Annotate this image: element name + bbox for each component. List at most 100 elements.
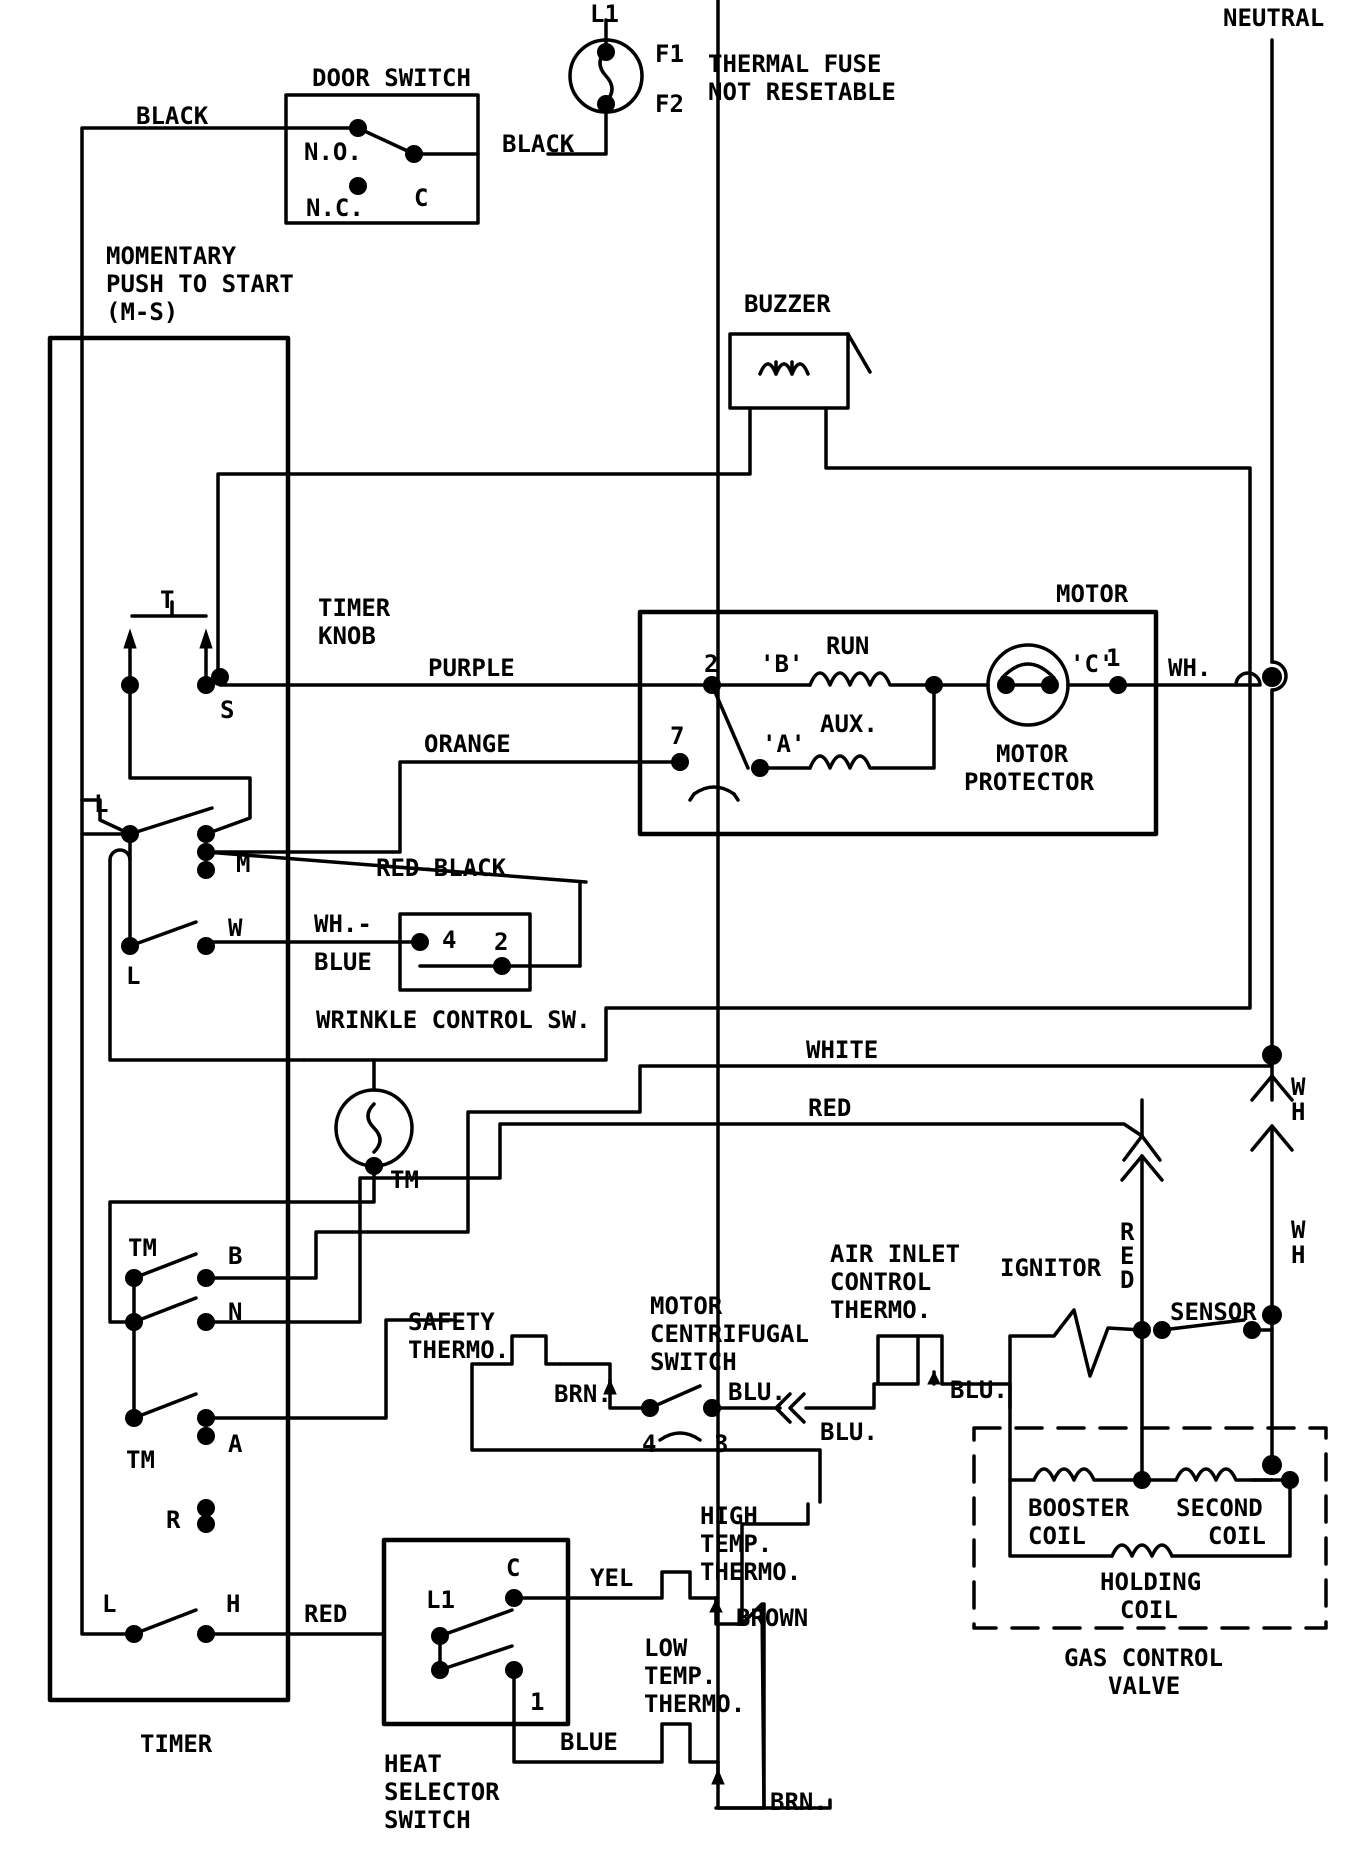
wh-vertical-label-upper-h: H <box>1291 1098 1305 1126</box>
door-nc-label: N.C. <box>306 194 364 222</box>
blu-wire-label-3: BLU. <box>950 1376 1008 1404</box>
motor-a-label: 'A' <box>762 730 805 758</box>
safety-thermo-and-centrifugal-switch <box>470 1334 1012 1504</box>
red-vertical-e: E <box>1120 1242 1134 1270</box>
gas-control-valve <box>972 1098 1328 1630</box>
heat-selector-c: C <box>506 1554 520 1582</box>
timer-motor <box>108 1058 414 1322</box>
timer-tm-bottom-label: TM <box>126 1446 155 1474</box>
holding-coil-label-1: HOLDING <box>1100 1568 1201 1596</box>
thermal-fuse-label-2: NOT RESETABLE <box>708 78 896 106</box>
f2-label: F2 <box>655 90 684 118</box>
wrinkle-terminal-4: 4 <box>442 926 456 954</box>
yel-wire-label: YEL <box>590 1564 633 1592</box>
motor-protector-label-1: MOTOR <box>996 740 1069 768</box>
thermal-fuse <box>546 18 644 156</box>
timer-n-label: N <box>228 1298 242 1326</box>
wh-blue-label-2: BLUE <box>314 948 372 976</box>
timer-contacts-upper <box>80 806 588 1062</box>
red-vertical-d: D <box>1120 1266 1134 1294</box>
momentary-label-1: MOMENTARY <box>106 242 237 270</box>
brn-safety-wire-label: BRN. <box>554 1380 612 1408</box>
motor-run-label: RUN <box>826 632 869 660</box>
wh-vertical-label-lower-h: H <box>1291 1241 1305 1269</box>
sensor-label: SENSOR <box>1170 1298 1257 1326</box>
wrinkle-terminal-2: 2 <box>494 928 508 956</box>
motor-b-label: 'B' <box>760 650 803 678</box>
centrifugal-label-3: SWITCH <box>650 1348 737 1376</box>
timer-b-label: B <box>228 1242 242 1270</box>
red-vertical-r: R <box>1120 1218 1135 1246</box>
black-wire-label-right: BLACK <box>502 130 575 158</box>
heat-selector-l1: L1 <box>426 1586 455 1614</box>
buzzer <box>216 332 1252 1062</box>
wrinkle-control-switch <box>204 880 582 992</box>
safety-thermo-label-1: SAFETY <box>408 1308 495 1336</box>
brown-wire-label: BROWN <box>736 1604 808 1632</box>
f1-label: F1 <box>655 40 684 68</box>
timer-t-label: T <box>160 586 174 614</box>
low-temp-label-1: LOW <box>644 1634 688 1662</box>
heat-selector-switch <box>381 1537 720 1764</box>
low-temp-label-2: TEMP. <box>644 1662 716 1690</box>
l1-label: L1 <box>590 0 619 28</box>
motor-aux-label: AUX. <box>820 710 878 738</box>
red-wire-label: RED <box>808 1094 851 1122</box>
centrifugal-terminal-4: 4 <box>642 1430 656 1458</box>
second-coil-label-1: SECOND <box>1176 1494 1263 1522</box>
timer-contacts-lower <box>80 798 386 1643</box>
buzzer-label: BUZZER <box>744 290 831 318</box>
motor-terminal-2: 2 <box>704 650 718 678</box>
high-temp-label-1: HIGH <box>700 1502 758 1530</box>
timer-motor-label: TM <box>390 1166 419 1194</box>
air-inlet-label-2: CONTROL <box>830 1268 931 1296</box>
heat-selector-label-3: SWITCH <box>384 1806 471 1834</box>
temperature-thermostats <box>709 0 832 1810</box>
motor-protector-label-2: PROTECTOR <box>964 768 1095 796</box>
white-wire-label: WHITE <box>806 1036 878 1064</box>
air-inlet-label-3: THERMO. <box>830 1296 931 1324</box>
momentary-label-3: (M-S) <box>106 298 178 326</box>
high-temp-label-3: THERMO. <box>700 1558 801 1586</box>
timer-s-label: S <box>220 696 234 724</box>
safety-thermo-label-2: THERMO. <box>408 1336 509 1364</box>
blu-wire-label-1: BLU. <box>728 1378 786 1406</box>
door-no-label: N.O. <box>304 138 362 166</box>
wh-blue-label-1: WH.- <box>314 910 372 938</box>
door-switch-label: DOOR SWITCH <box>312 64 471 92</box>
heat-selector-1: 1 <box>530 1688 544 1716</box>
orange-wire-label: ORANGE <box>424 730 511 758</box>
door-c-label: C <box>414 184 428 212</box>
motor-terminal-7: 7 <box>670 722 684 750</box>
wrinkle-control-label: WRINKLE CONTROL SW. <box>316 1006 591 1034</box>
booster-coil-label-2: COIL <box>1028 1522 1086 1550</box>
centrifugal-terminal-3: 3 <box>714 1430 728 1458</box>
high-temp-label-2: TEMP. <box>700 1530 772 1558</box>
centrifugal-label-1: MOTOR <box>650 1292 723 1320</box>
centrifugal-label-2: CENTRIFUGAL <box>650 1320 809 1348</box>
timer-l-upper-label: L <box>94 790 108 818</box>
gas-control-label-1: GAS CONTROL <box>1064 1644 1223 1672</box>
second-coil-label-2: COIL <box>1208 1522 1266 1550</box>
holding-coil-label-2: COIL <box>1120 1596 1178 1624</box>
timer-l-bottom-label: L <box>102 1590 116 1618</box>
timer-knob-label-2: KNOB <box>318 622 376 650</box>
red-timer-wire-label: RED <box>304 1600 347 1628</box>
wh-vertical-label-lower-w: W <box>1291 1216 1306 1244</box>
purple-wire-label: PURPLE <box>428 654 515 682</box>
brn-bottom-wire-label: BRN. <box>770 1788 828 1816</box>
timer-title: TIMER <box>140 1730 213 1758</box>
low-temp-label-3: THERMO. <box>644 1690 745 1718</box>
timer-enclosure <box>47 335 291 1703</box>
ignitor-label: IGNITOR <box>1000 1254 1102 1282</box>
timer-tm-left-label: TM <box>128 1234 157 1262</box>
black-wire-label-left: BLACK <box>136 102 209 130</box>
red-black-wire-label: RED-BLACK <box>376 854 507 882</box>
timer-contacts-middle <box>108 1064 1274 1533</box>
timer-l-lower-label: L <box>126 962 140 990</box>
wh-vertical-label-upper-w: W <box>1291 1073 1306 1101</box>
blue-wire-label: BLUE <box>560 1728 618 1756</box>
blu-wire-label-2: BLU. <box>820 1418 878 1446</box>
timer-push-to-start-switch <box>80 600 252 836</box>
